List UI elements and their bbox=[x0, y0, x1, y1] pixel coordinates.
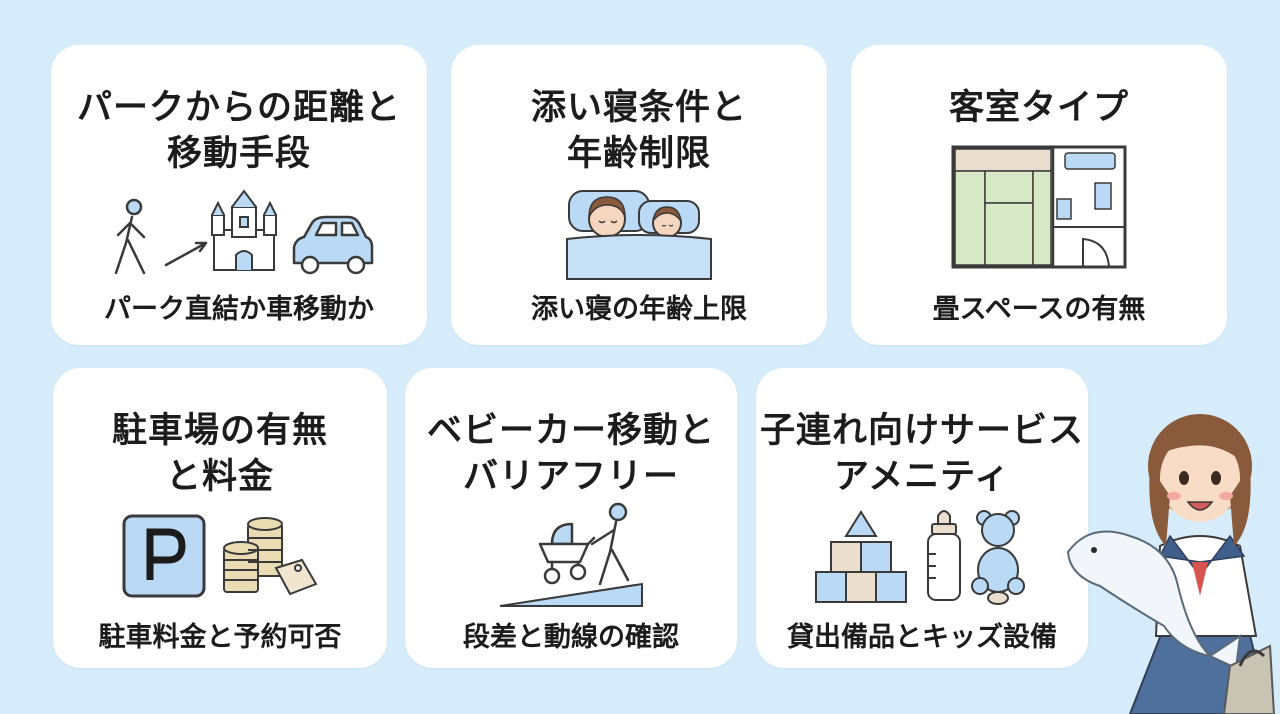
baby-bottle-icon bbox=[927, 510, 961, 601]
card-illustration bbox=[756, 506, 1088, 606]
card-illustration bbox=[451, 183, 827, 283]
card-kids-services: 子連れ向けサービス アメニティ bbox=[756, 368, 1088, 668]
stroller-ramp-icon bbox=[499, 502, 643, 607]
card-stroller-barrier-free: ベビーカー移動と バリアフリー 段差と動線の確認 bbox=[405, 368, 737, 668]
card-title-line: と料金 bbox=[165, 457, 274, 497]
card-caption: 駐車料金と予約可否 bbox=[98, 622, 342, 653]
parking-sign-icon bbox=[122, 514, 206, 598]
card-title-line: パークからの距離と bbox=[76, 88, 401, 128]
card-title-line: 駐車場の有無 bbox=[111, 411, 328, 451]
card-distance-transport: パークからの距離と 移動手段 bbox=[51, 45, 427, 345]
card-title-line: ベビーカー移動と bbox=[426, 411, 715, 451]
card-caption: 畳スペースの有無 bbox=[932, 294, 1146, 325]
card-title: 客室タイプ bbox=[851, 85, 1227, 131]
car-icon bbox=[292, 215, 374, 275]
card-caption: 段差と動線の確認 bbox=[463, 622, 679, 653]
card-title-line: アメニティ bbox=[833, 457, 1011, 497]
card-title-line: 客室タイプ bbox=[948, 88, 1129, 128]
card-title: パークからの距離と 移動手段 bbox=[51, 85, 427, 177]
castle-icon bbox=[211, 189, 277, 271]
co-sleeping-icon bbox=[566, 190, 712, 280]
card-co-sleeping: 添い寝条件と 年齢制限 添い寝の年齢上限 bbox=[451, 45, 827, 345]
toy-blocks-icon bbox=[815, 510, 907, 603]
card-title-line: バリアフリー bbox=[462, 457, 679, 497]
card-title: 子連れ向けサービス アメニティ bbox=[756, 408, 1088, 500]
walking-person-icon bbox=[114, 198, 146, 275]
card-caption: パーク直結か車移動か bbox=[104, 294, 374, 325]
card-title-line: 子連れ向けサービス bbox=[759, 411, 1084, 451]
card-illustration bbox=[53, 512, 387, 602]
card-caption: 貸出備品とキッズ設備 bbox=[787, 622, 1057, 653]
mascot-girl-illustration bbox=[1060, 386, 1280, 714]
room-floorplan-icon bbox=[951, 145, 1127, 269]
coins-icon bbox=[223, 517, 318, 596]
teddy-bear-icon bbox=[971, 510, 1025, 605]
card-title-line: 添い寝条件と bbox=[530, 88, 747, 128]
card-illustration bbox=[851, 143, 1227, 271]
card-title-line: 年齢制限 bbox=[566, 134, 711, 174]
card-illustration bbox=[405, 500, 737, 610]
card-parking: 駐車場の有無 と料金 駐車料金と予約可否 bbox=[53, 368, 387, 668]
card-title: ベビーカー移動と バリアフリー bbox=[405, 408, 737, 500]
arrow-icon bbox=[164, 241, 208, 267]
card-caption: 添い寝の年齢上限 bbox=[531, 294, 747, 325]
card-title-line: 移動手段 bbox=[166, 134, 311, 174]
card-room-type: 客室タイプ 畳スペースの有無 bbox=[851, 45, 1227, 345]
card-title: 駐車場の有無 と料金 bbox=[53, 408, 387, 500]
card-illustration bbox=[51, 185, 427, 285]
card-title: 添い寝条件と 年齢制限 bbox=[451, 85, 827, 177]
